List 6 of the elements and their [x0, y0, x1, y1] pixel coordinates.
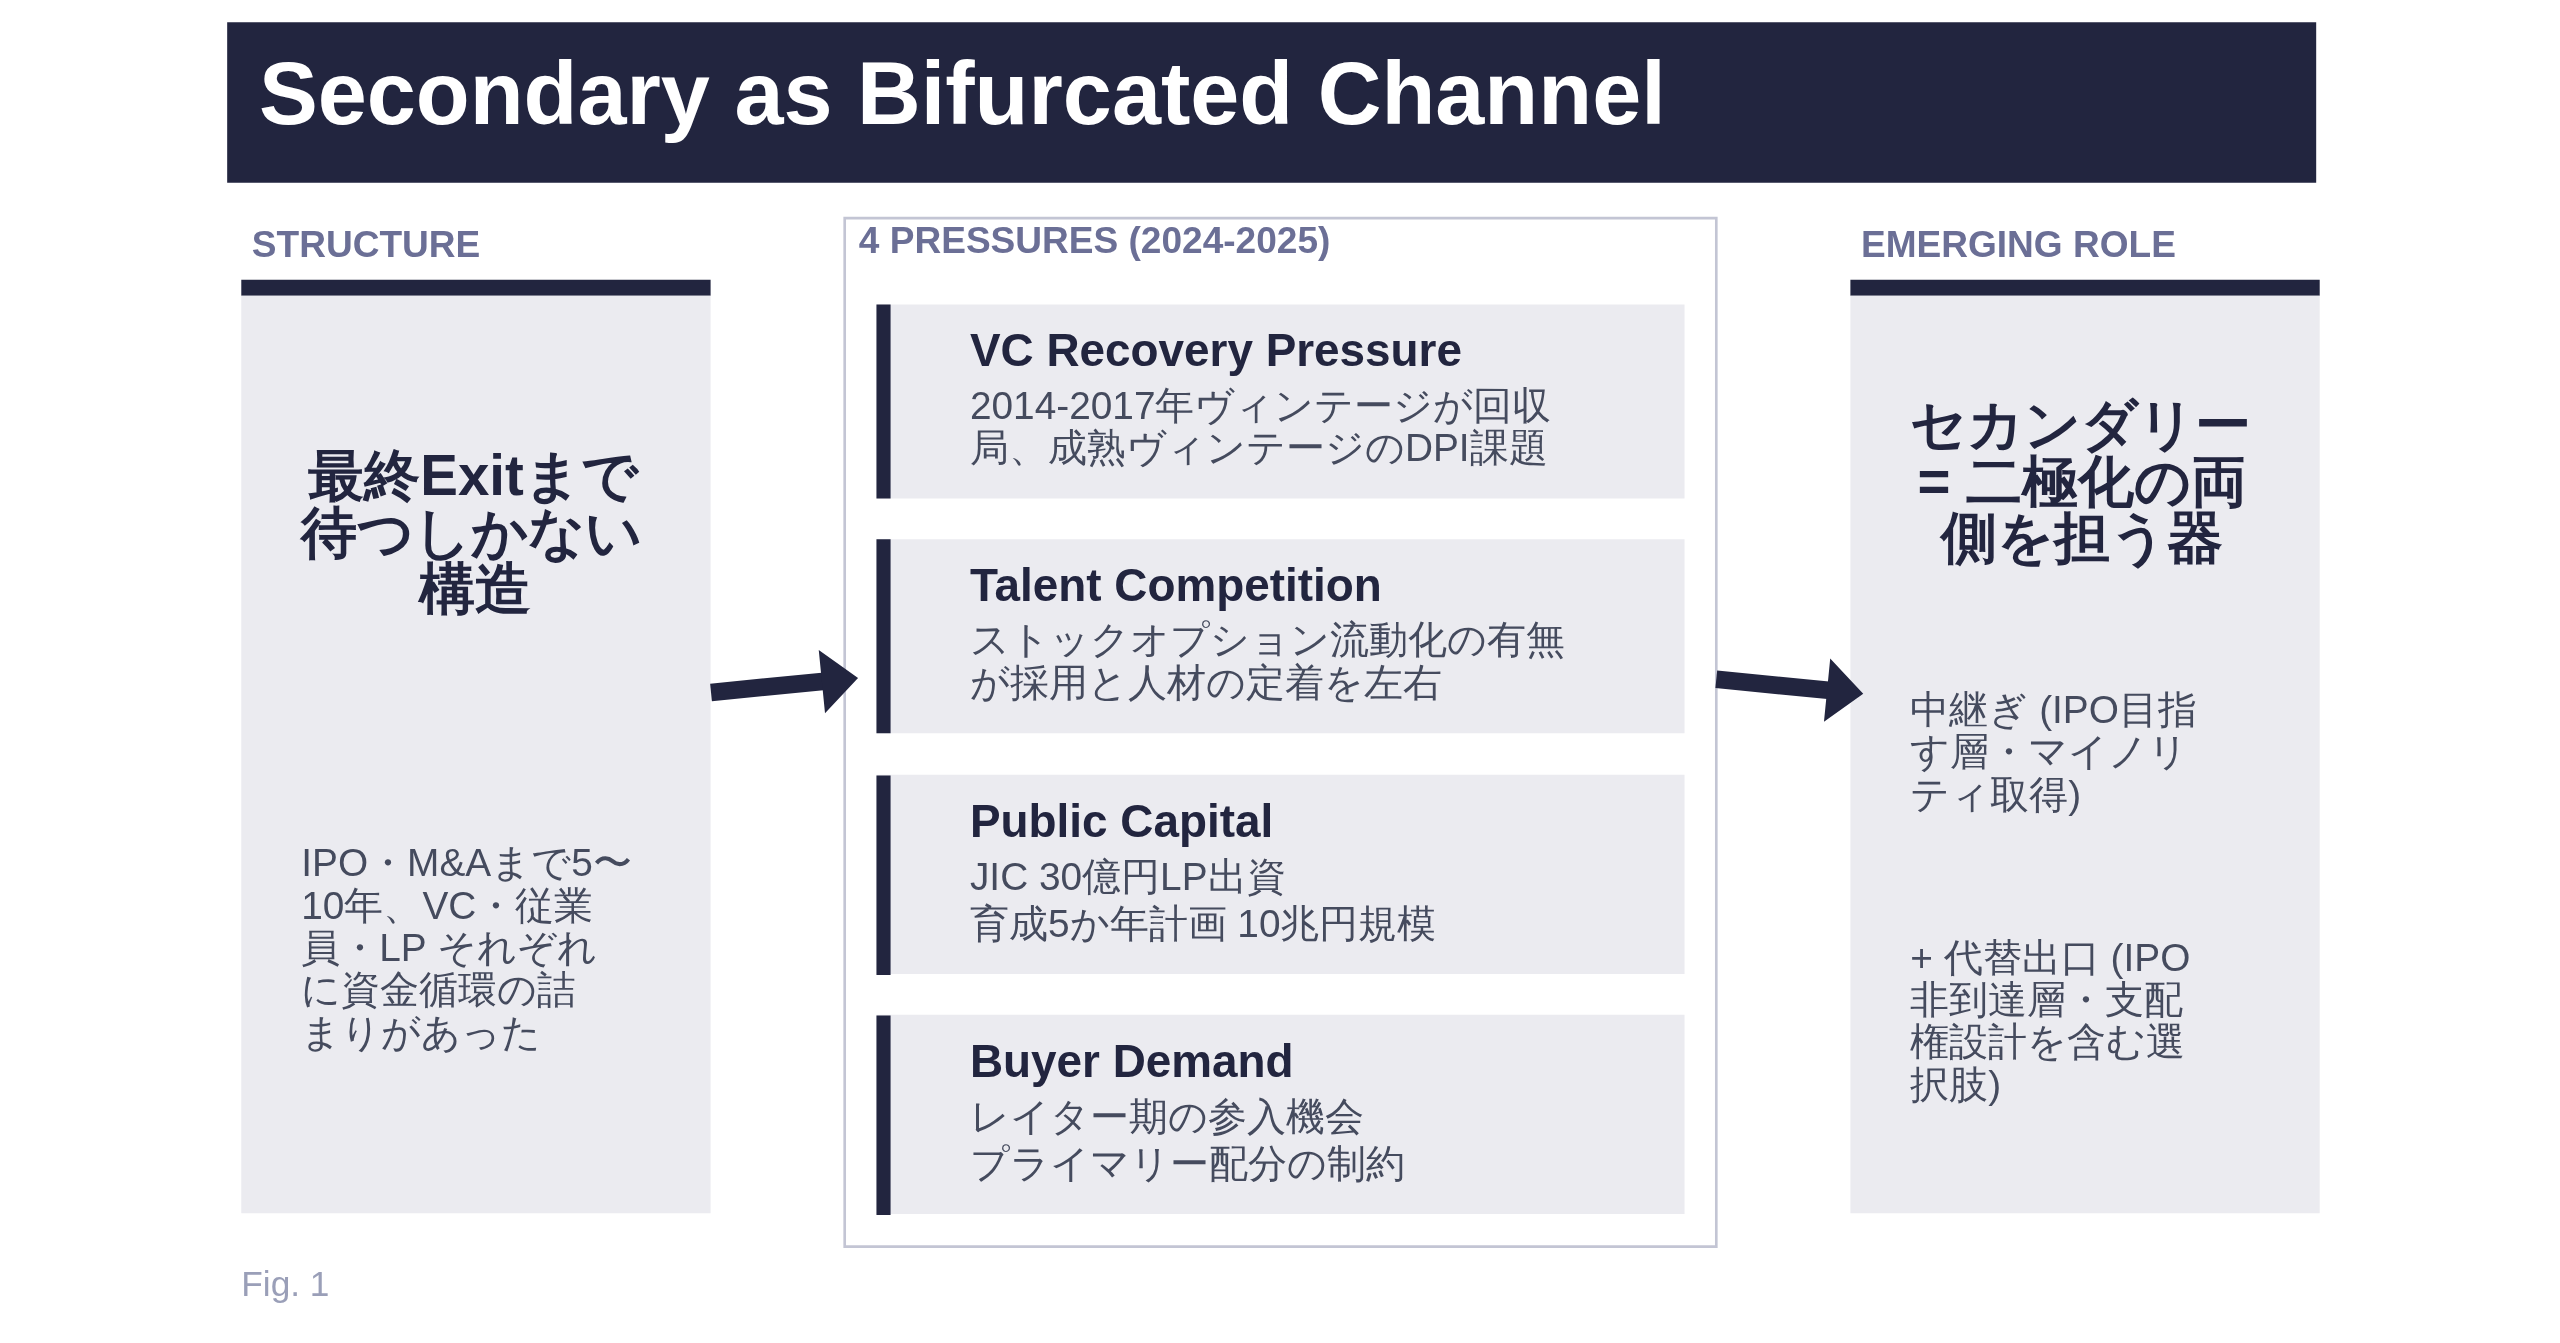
node-label: EMERGING ROLE [1860, 222, 2176, 265]
diagram-title: Secondary as Bifurcated Channel [258, 43, 1666, 143]
node-label: STRUCTURE [251, 222, 480, 265]
arrow [1714, 658, 1863, 722]
caption: Fig. 1 [240, 1264, 329, 1304]
arrow [709, 649, 858, 714]
